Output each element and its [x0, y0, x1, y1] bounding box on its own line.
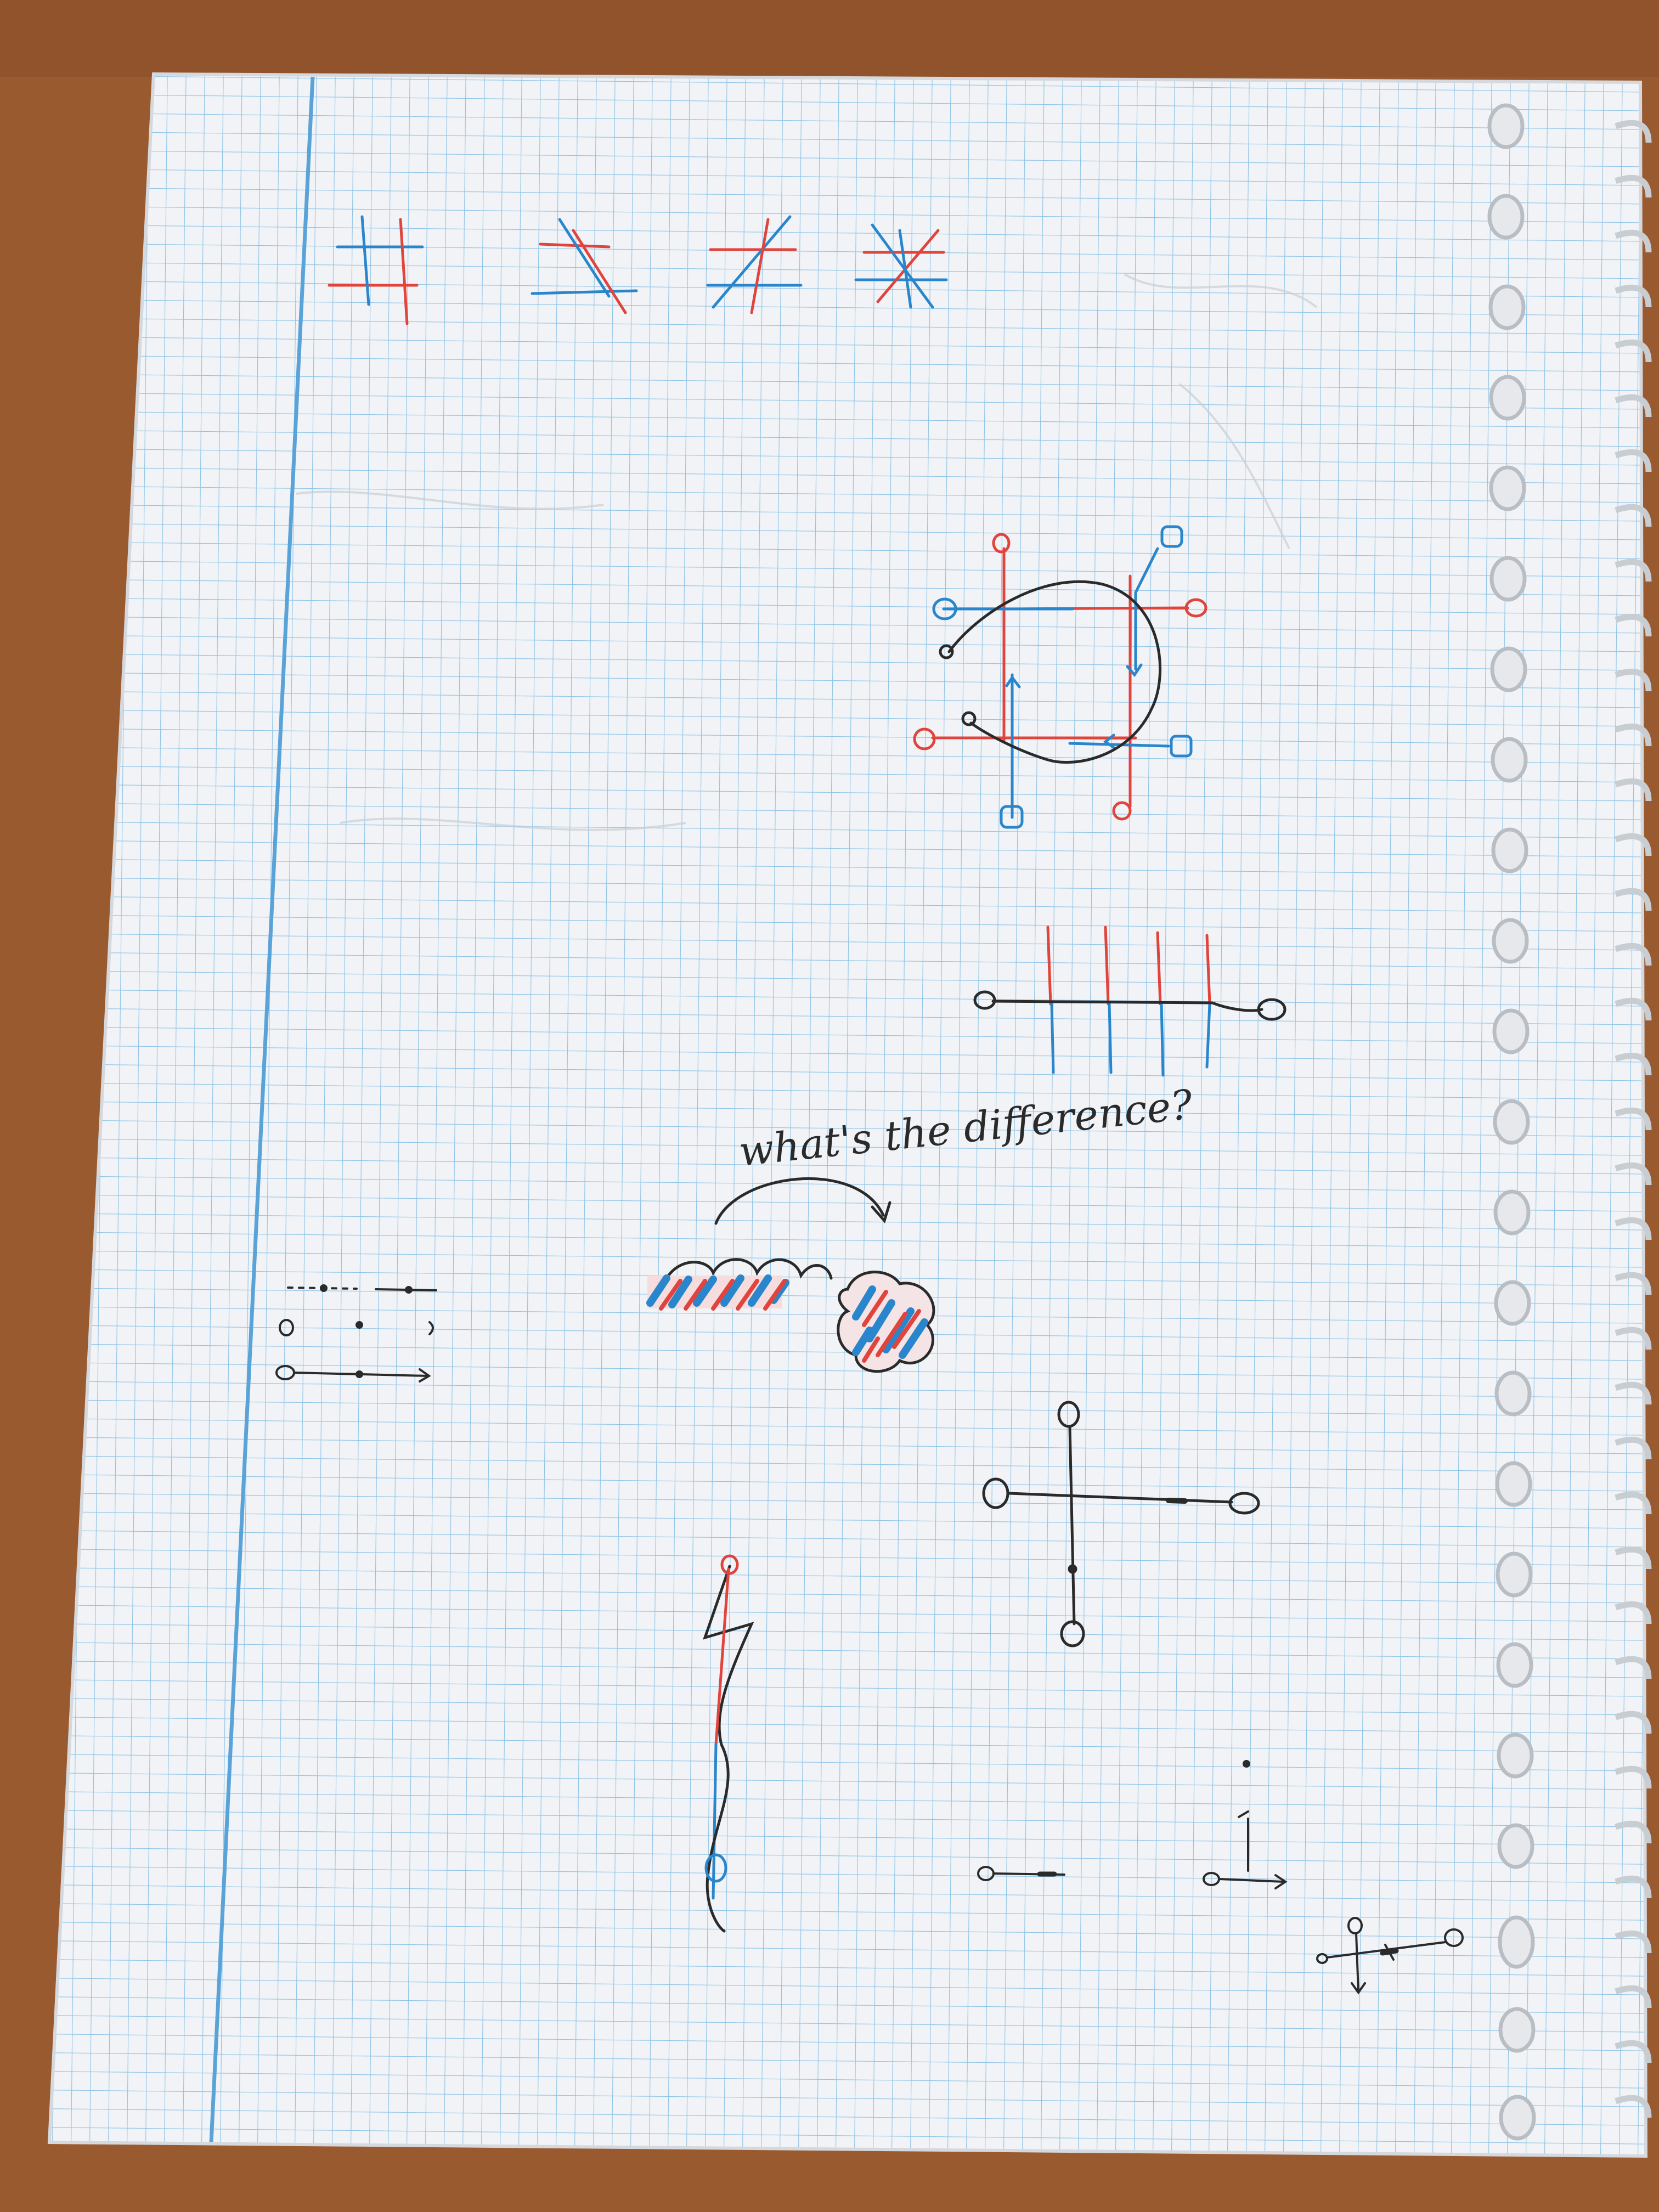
comb-diagram	[973, 926, 1286, 1077]
vertical-strand	[703, 1554, 754, 1933]
crossing-sketch-2	[531, 218, 638, 314]
hatched-strip	[646, 1258, 833, 1311]
spiral-binding	[1487, 103, 1652, 2141]
small-diagram-left	[275, 1284, 437, 1383]
margin-line	[209, 76, 315, 2143]
hatched-blob	[837, 1271, 935, 1373]
cross-diagram	[982, 1401, 1260, 1647]
small-diagrams-bottom	[977, 1760, 1464, 1995]
curved-arrow	[714, 1177, 891, 1225]
crossing-sketches-row	[328, 215, 948, 325]
crossing-sketch-3	[706, 215, 803, 314]
loop-diagram	[913, 525, 1207, 829]
show-through-marks	[296, 273, 1318, 831]
crossing-sketch-4	[854, 223, 948, 309]
binding-holes	[1487, 103, 1536, 2141]
spiral-rings	[1615, 120, 1652, 2118]
crossing-sketch-1	[328, 215, 424, 325]
